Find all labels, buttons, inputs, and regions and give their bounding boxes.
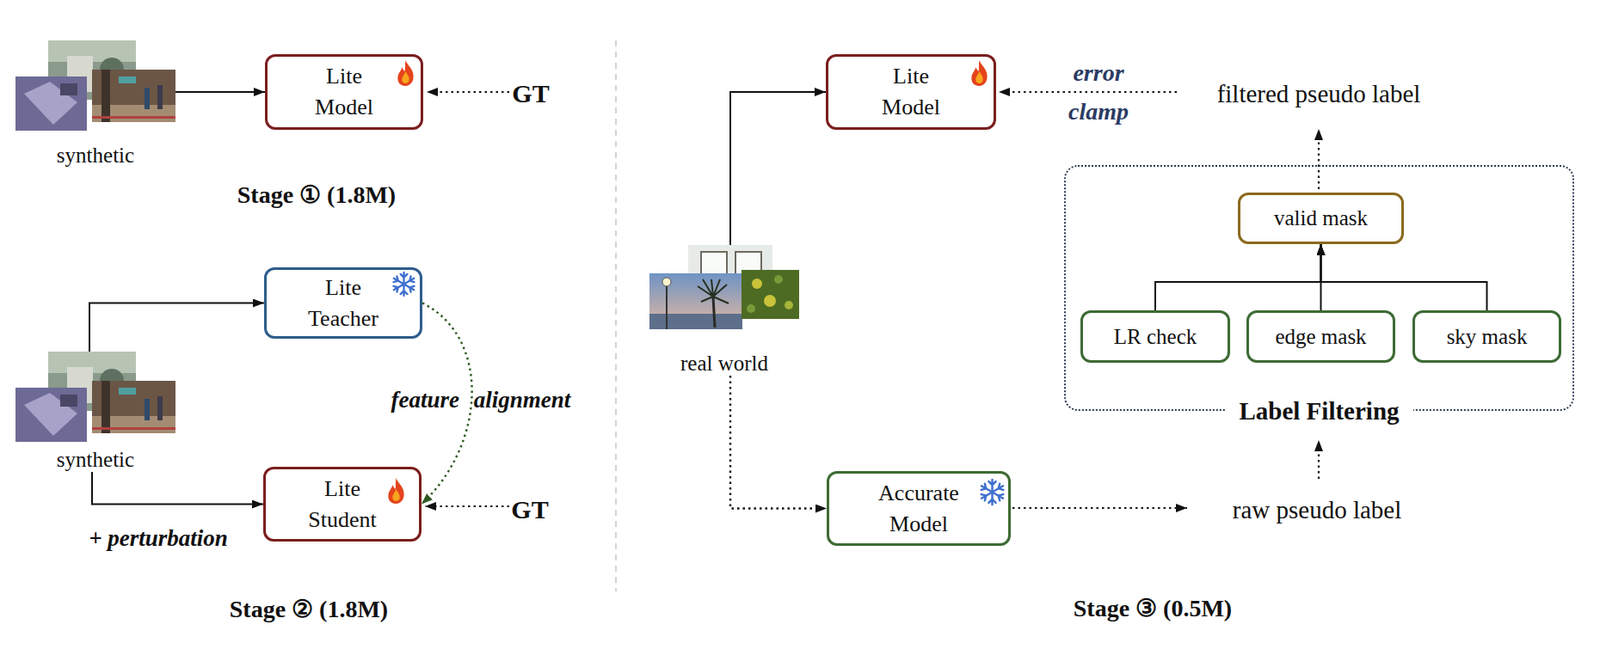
process-box: Lite Model xyxy=(825,54,997,130)
pseudo-label-arrow xyxy=(1317,129,1320,190)
photo-lamp xyxy=(665,283,668,330)
real-world-images xyxy=(649,245,800,330)
connector xyxy=(730,375,827,510)
text-label: raw pseudo label xyxy=(1232,495,1403,525)
connector xyxy=(89,303,265,353)
box-label: Lite Model xyxy=(301,61,388,124)
photo-foliage xyxy=(774,275,783,284)
photo-palm xyxy=(697,279,729,304)
frozen-icon xyxy=(979,480,1005,505)
process-box: Lite Teacher xyxy=(264,267,423,339)
connector xyxy=(1321,244,1488,311)
image-caption: synthetic xyxy=(15,448,176,473)
process-box: Accurate Model xyxy=(826,471,1011,547)
process-box: Lite Student xyxy=(263,467,422,542)
synthetic-images xyxy=(15,351,176,443)
text-label: Stage ① (1.8M) xyxy=(237,180,396,210)
gt-arrow xyxy=(426,91,510,93)
box-label: LR check xyxy=(1113,325,1197,350)
process-box: Lite Model xyxy=(264,54,424,130)
frozen-icon xyxy=(392,272,416,296)
group-heading: Label Filtering xyxy=(1224,396,1413,426)
text-label: + perturbation xyxy=(88,523,228,554)
box-label: Lite Student xyxy=(299,473,386,536)
edge-label: feature alignment xyxy=(391,387,572,414)
pseudo-label-arrow xyxy=(1012,507,1188,510)
text-label: GT xyxy=(511,79,549,109)
process-box: LR check xyxy=(1080,310,1231,364)
trainable-icon xyxy=(387,478,404,505)
text-label: Stage ③ (0.5M) xyxy=(1073,594,1232,624)
connector xyxy=(1155,244,1322,311)
image-caption: synthetic xyxy=(15,143,176,168)
stage-separator xyxy=(615,40,617,592)
image-caption: real world xyxy=(649,351,800,376)
process-box: sky mask xyxy=(1412,310,1562,364)
box-label: edge mask xyxy=(1274,325,1367,350)
synthetic-images xyxy=(15,40,176,131)
trainable-icon xyxy=(397,60,413,87)
supervision-arrow xyxy=(998,91,1177,93)
box-label: Lite Teacher xyxy=(300,272,387,335)
image-node: synthetic xyxy=(15,351,176,473)
text-label: Stage ② (1.8M) xyxy=(229,595,388,625)
box-label: sky mask xyxy=(1446,325,1528,350)
photo xyxy=(741,270,800,320)
photo-foliage xyxy=(746,304,756,314)
process-box: edge mask xyxy=(1246,310,1396,364)
photo-foliage xyxy=(763,295,776,308)
photo-lamp xyxy=(662,277,671,287)
image-node: synthetic xyxy=(15,40,176,168)
box-label: valid mask xyxy=(1273,206,1368,231)
connector xyxy=(175,91,265,93)
text-label: GT xyxy=(510,495,548,525)
photo-foliage xyxy=(751,278,763,290)
box-label: Lite Model xyxy=(867,61,954,124)
text-label: filtered pseudo label xyxy=(1217,79,1422,109)
box-label: Accurate Model xyxy=(871,478,967,541)
process-box: valid mask xyxy=(1237,192,1404,245)
photo-palm xyxy=(713,296,715,328)
trainable-icon xyxy=(971,60,987,87)
text-label: error clamp xyxy=(1059,53,1138,131)
photo xyxy=(649,273,743,330)
connector xyxy=(730,92,826,246)
photo-water xyxy=(649,313,743,330)
photo-foliage xyxy=(784,301,794,310)
group-box: Label Filteringvalid maskLR checkedge ma… xyxy=(1064,165,1575,412)
gt-arrow xyxy=(424,505,510,508)
pseudo-label-arrow xyxy=(1317,440,1320,480)
connector xyxy=(92,472,264,505)
image-node: real world xyxy=(649,245,800,376)
